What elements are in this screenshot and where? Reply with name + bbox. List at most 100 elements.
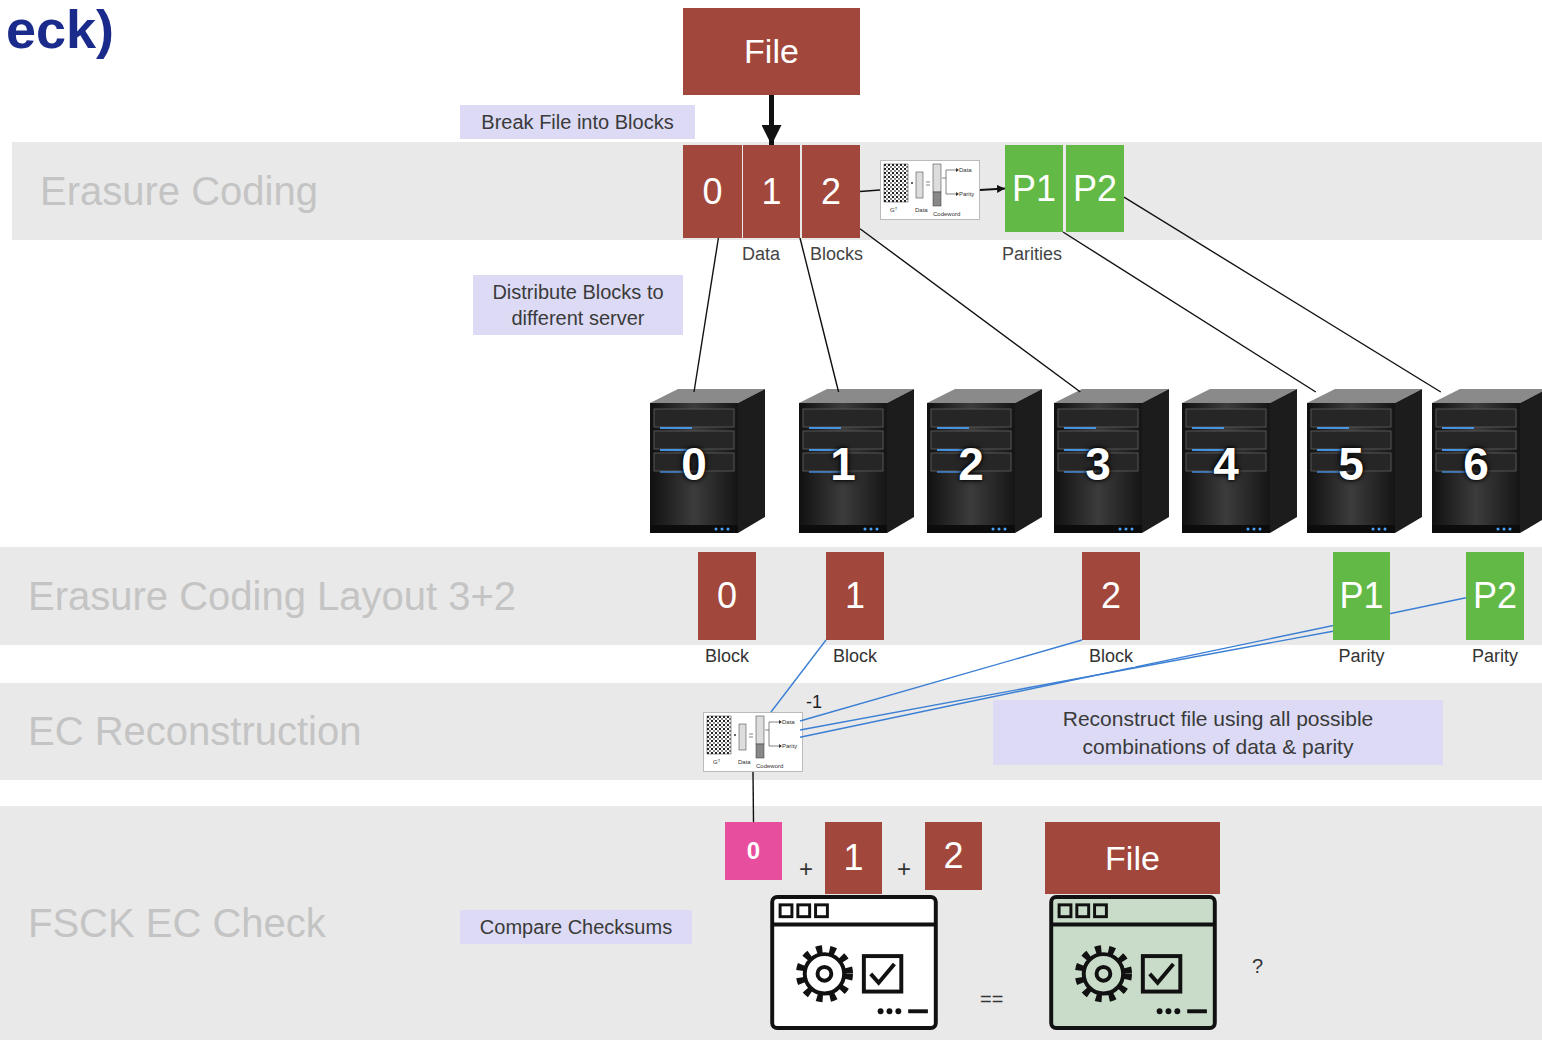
checksum-icon: [1051, 897, 1215, 1028]
block-box: 0: [683, 145, 742, 238]
callout-box: Reconstruct file using all possible comb…: [993, 700, 1443, 765]
connector: [771, 640, 826, 712]
node-text: P1: [1012, 168, 1056, 210]
block-box: P2: [1066, 145, 1124, 232]
connector: [980, 189, 1005, 191]
callout-box: Compare Checksums: [460, 910, 692, 944]
block-box: P1Parity: [1333, 552, 1390, 640]
band-ground: [12, 142, 1542, 240]
group-label: Data: [740, 245, 782, 265]
node-text: 3: [1085, 437, 1111, 491]
plus-sign: +: [797, 856, 815, 882]
server-box: 3: [1054, 392, 1142, 535]
server-icon: [1182, 389, 1297, 533]
title-fragment: eck): [4, 0, 116, 59]
node-text: 1: [830, 437, 856, 491]
band-ground: [0, 683, 1542, 780]
block-box: 1Block: [826, 552, 884, 640]
node-text: File: [744, 32, 799, 71]
server-icon: [1307, 389, 1422, 533]
connector: [752, 772, 754, 822]
question-mark: ?: [1250, 955, 1265, 977]
file-box: File: [1045, 822, 1220, 894]
server-box: 5: [1307, 392, 1395, 535]
matrix-icon: [704, 713, 803, 772]
node-text: Reconstruct file using all possible comb…: [1001, 705, 1435, 760]
matrix-icon: [881, 161, 980, 220]
node-text: EC Reconstruction: [28, 709, 361, 754]
node-text: 2: [821, 171, 841, 213]
node-text: 2: [958, 437, 984, 491]
block-box: 0Block: [698, 552, 756, 640]
checksum-icon: [772, 897, 936, 1028]
node-text: Distribute Blocks to different server: [481, 279, 675, 331]
connector: [694, 238, 718, 392]
plus-sign: +: [895, 856, 913, 882]
inverse-mark: -1: [804, 693, 824, 713]
connector: [860, 229, 1080, 392]
node-text: 0: [702, 171, 722, 213]
connector: [769, 95, 774, 145]
node-text: P2: [1073, 168, 1117, 210]
callout-box: Break File into Blocks: [460, 105, 695, 139]
block-box: 1: [743, 145, 800, 238]
block-caption: Parity: [1470, 646, 1520, 667]
node-text: 5: [1338, 437, 1364, 491]
node-text: P1: [1339, 575, 1383, 617]
stage-band: FSCK EC Check Compare Checksums 0 1 2 File: [0, 806, 1542, 1040]
server-icon: [799, 389, 914, 533]
matrix-label: Data: [959, 167, 972, 173]
matrix-box: GᵀDataCodewordDataParity: [880, 160, 980, 220]
node-text: 2: [943, 835, 963, 877]
stage-band: Erasure Coding012GᵀDataCodewordDataParit…: [12, 142, 1542, 240]
server-box: 0: [650, 392, 738, 535]
server-icon: [927, 389, 1042, 533]
node-text: P2: [1473, 575, 1517, 617]
server-icon: [650, 389, 765, 533]
band-ground: [0, 806, 1542, 1040]
server-box: 4: [1182, 392, 1270, 535]
stage-band: Erasure Coding Layout 3+20Block1Block2Bl…: [0, 547, 1542, 645]
node-text: 4: [1213, 437, 1239, 491]
node-text: File: [1105, 839, 1160, 878]
block-caption: Block: [831, 646, 879, 667]
block-box: 2: [925, 822, 982, 890]
node-text: Break File into Blocks: [481, 109, 673, 135]
block-box: P2Parity: [1466, 552, 1524, 640]
matrix-box: GᵀDataCodewordDataParity: [703, 712, 803, 772]
connector: [1124, 197, 1441, 392]
matrix-label: Data: [738, 759, 751, 765]
block-box: P1: [1005, 145, 1063, 232]
connector: [1063, 232, 1316, 392]
matrix-label: Codeword: [933, 211, 960, 217]
block-box: 2Block: [1082, 552, 1140, 640]
server-icon: [1432, 389, 1542, 533]
block-caption: Parity: [1336, 646, 1386, 667]
connector: [860, 190, 880, 192]
server-icon: [1054, 389, 1169, 533]
matrix-label: Parity: [782, 743, 797, 749]
matrix-label: Gᵀ: [890, 207, 897, 213]
node-text: 0: [747, 837, 760, 865]
stage-band: EC ReconstructionGᵀDataCodewordDataParit…: [0, 683, 1542, 780]
callout-box: Distribute Blocks to different server: [473, 275, 683, 335]
node-text: 6: [1463, 437, 1489, 491]
group-label: Blocks: [808, 245, 865, 265]
block-caption: Block: [1087, 646, 1135, 667]
node-text: 2: [1101, 575, 1121, 617]
node-text: 1: [843, 837, 863, 879]
matrix-label: Gᵀ: [713, 759, 720, 765]
equals-sign: ==: [978, 988, 1005, 1010]
node-text: 0: [717, 575, 737, 617]
block-caption: Block: [703, 646, 751, 667]
block-box: 2: [802, 145, 860, 238]
group-label: Parities: [1000, 245, 1064, 265]
file-box: File: [683, 8, 860, 95]
matrix-label: Data: [915, 207, 928, 213]
block-box: 1: [825, 822, 882, 894]
node-text: Compare Checksums: [480, 914, 672, 940]
server-box: 6: [1432, 392, 1520, 535]
server-box: 1: [799, 392, 887, 535]
node-text: FSCK EC Check: [28, 901, 326, 946]
matrix-label: Parity: [959, 191, 974, 197]
